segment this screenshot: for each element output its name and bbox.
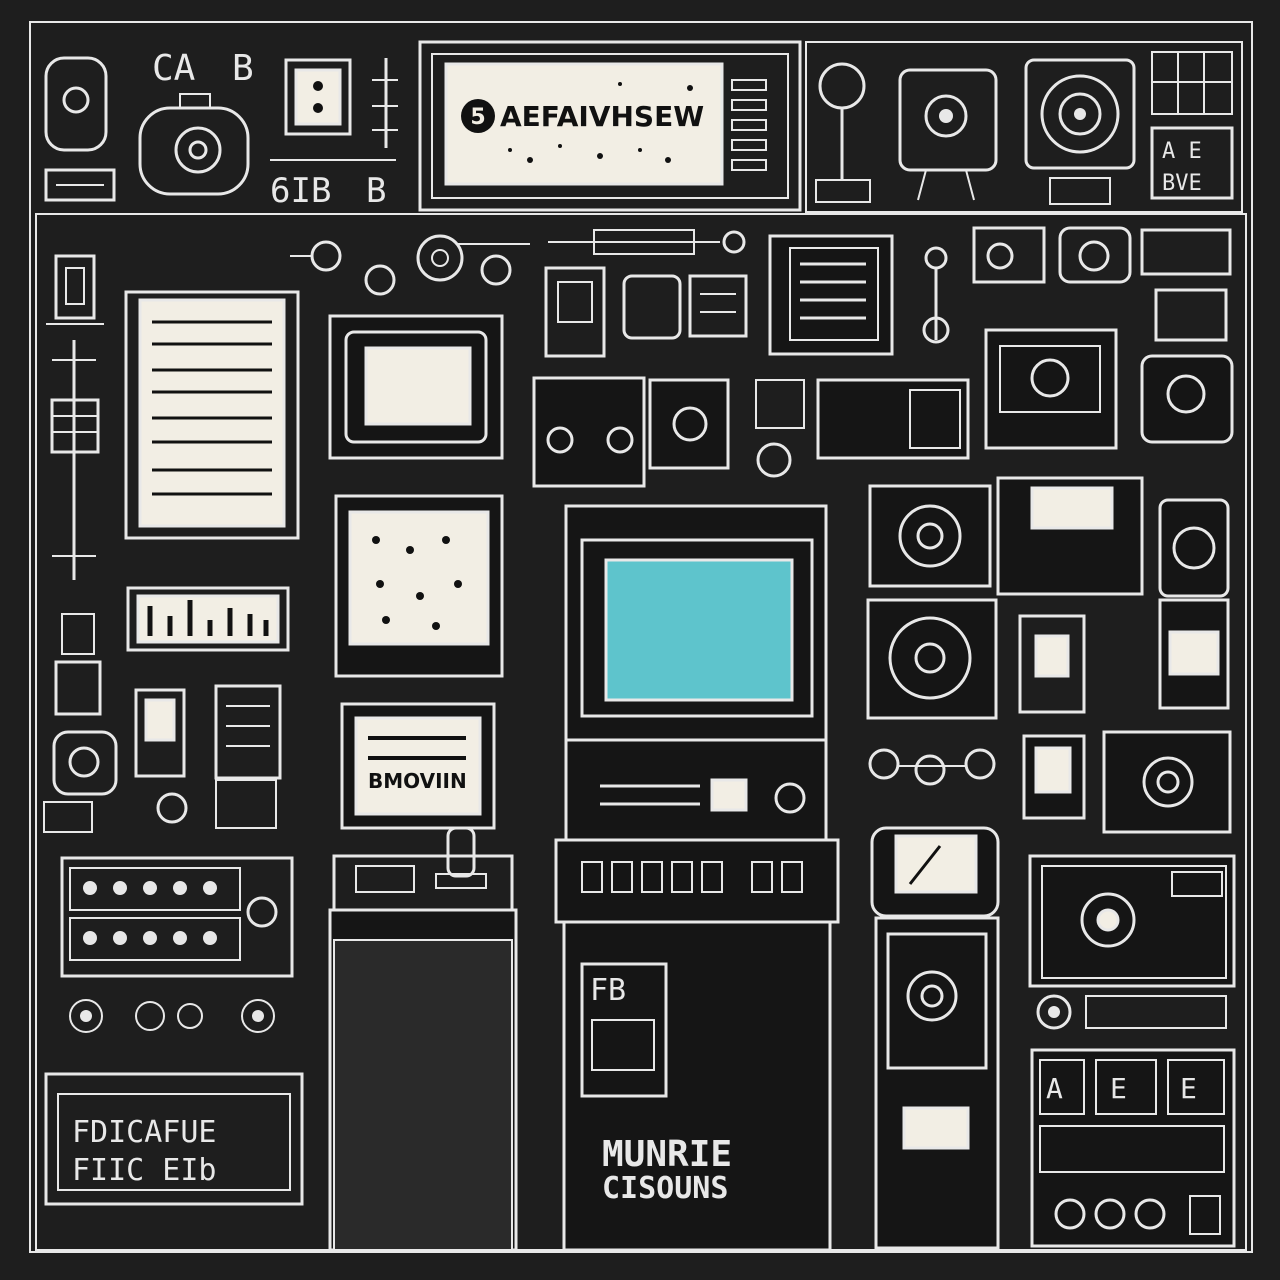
bottom-right-tag-a: A [1046, 1072, 1063, 1105]
cabinet-brand-line1: MUNRIE [602, 1134, 732, 1175]
title-screen [444, 62, 724, 186]
cabinet-control-deck [564, 738, 828, 842]
top-left-group: CA B 6IB B [44, 48, 398, 211]
gauge-panel [284, 58, 352, 136]
top-right-group: A E BVE [805, 41, 1243, 213]
control-strip [214, 684, 282, 780]
battery-icon [54, 660, 102, 716]
left-column [43, 254, 118, 833]
ladder-box [50, 398, 100, 454]
top-right-sign-line2: BVE [1162, 171, 1202, 196]
center-right-upper [768, 234, 970, 460]
main-arcade-cabinet: FB MUNRIE CISOUNS [554, 504, 840, 1252]
arcade-screen [604, 558, 794, 702]
center-upper-gadgets [532, 229, 805, 488]
label-6ib: 6IB [270, 171, 331, 211]
camera-icon-3 [52, 730, 118, 796]
bottom-right-tag-c: E [1180, 1072, 1197, 1105]
left-lower-sign-line1: FDICAFUE [72, 1115, 217, 1150]
speaker-icon [1024, 58, 1136, 170]
left-lower-sign [44, 1072, 304, 1206]
title-sign: 5 AEFAIVHSEW [418, 40, 802, 212]
bottom-right-panel [1030, 1048, 1236, 1248]
left-lower-sign-line2: FIIC EIb [72, 1153, 217, 1188]
small-cabinet [328, 826, 518, 1252]
top-right-sign-line1: A E [1162, 139, 1202, 164]
gadget-row [290, 234, 530, 296]
small-monitor-left [134, 688, 186, 778]
camera-icon [44, 56, 108, 152]
robot-icon [898, 68, 998, 172]
right-side: A E E [866, 226, 1236, 1250]
right-cabinet-body [874, 916, 1000, 1250]
outer-frame [29, 21, 1253, 1253]
equalizer-panel [126, 586, 290, 652]
cabinet-brand-line2: CISOUNS [602, 1171, 728, 1206]
left-mixer-panel [60, 856, 294, 978]
right-mid-panel [1028, 854, 1236, 988]
switch-icon [54, 254, 96, 320]
mid-screen-caption: BMOVIIN [368, 769, 467, 793]
document-panel [124, 290, 300, 540]
bottom-right-tag-b: E [1110, 1072, 1127, 1105]
top-right-sign [1150, 126, 1234, 200]
title-badge-text: 5 [470, 105, 485, 130]
device-box [44, 168, 116, 202]
title-text: AEFAIVHSEW [500, 100, 704, 133]
title-badge [461, 99, 495, 133]
flower-icons [69, 999, 275, 1033]
cabinet-base [562, 920, 832, 1252]
label-b-bottom: B [366, 171, 386, 211]
label-b-top: B [232, 48, 254, 89]
speaker-grill [731, 79, 767, 171]
cabinet-panel-label: FB [590, 973, 626, 1008]
label-ca: CA [152, 48, 196, 89]
cabinet-keyboard [554, 838, 840, 924]
